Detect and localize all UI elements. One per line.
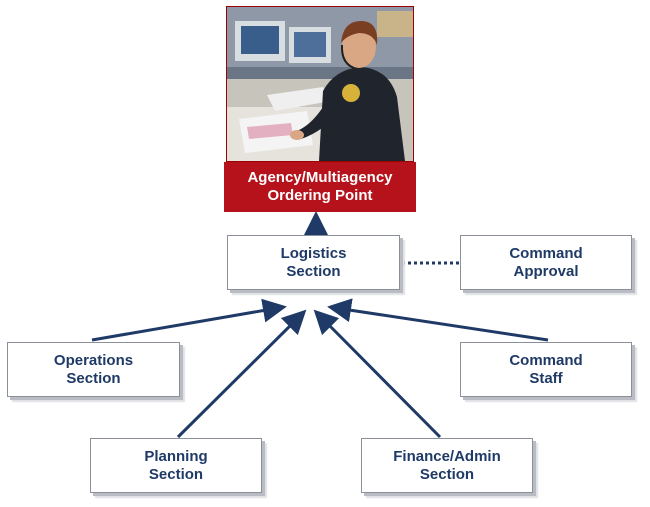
planning-line2: Section bbox=[148, 465, 204, 483]
arrow-finance-to-logistics bbox=[313, 309, 442, 439]
command-approval-line2: Approval bbox=[513, 262, 579, 280]
planning-line1: Planning bbox=[144, 447, 208, 465]
ordering-point-line2: Ordering Point bbox=[267, 187, 373, 204]
command-approval-line1: Command bbox=[509, 244, 583, 262]
logistics-line1: Logistics bbox=[280, 244, 347, 262]
arrow-planning-to-logistics bbox=[176, 309, 307, 439]
logistics-section-box: Logistics Section bbox=[227, 235, 400, 290]
finance-line1: Finance/Admin bbox=[393, 447, 501, 465]
operations-line2: Section bbox=[66, 369, 121, 387]
command-staff-line2: Staff bbox=[529, 369, 563, 387]
operations-section-box: Operations Section bbox=[7, 342, 180, 397]
planning-section-box: Planning Section bbox=[90, 438, 262, 493]
ordering-point-line1: Agency/Multiagency bbox=[247, 169, 393, 186]
dispatcher-photo bbox=[226, 6, 414, 162]
arrow-operations-to-logistics bbox=[91, 298, 287, 342]
arrow-command-staff-to-logistics bbox=[327, 298, 549, 342]
operations-line1: Operations bbox=[53, 351, 134, 369]
dispatcher-photo-image bbox=[227, 7, 413, 161]
command-staff-line1: Command bbox=[509, 351, 583, 369]
agency-ordering-point-banner: Agency/Multiagency Ordering Point bbox=[224, 162, 416, 212]
finance-line2: Section bbox=[419, 465, 475, 483]
logistics-line2: Section bbox=[286, 262, 341, 280]
finance-admin-section-box: Finance/Admin Section bbox=[361, 438, 533, 493]
command-staff-box: Command Staff bbox=[460, 342, 632, 397]
command-approval-box: Command Approval bbox=[460, 235, 632, 290]
